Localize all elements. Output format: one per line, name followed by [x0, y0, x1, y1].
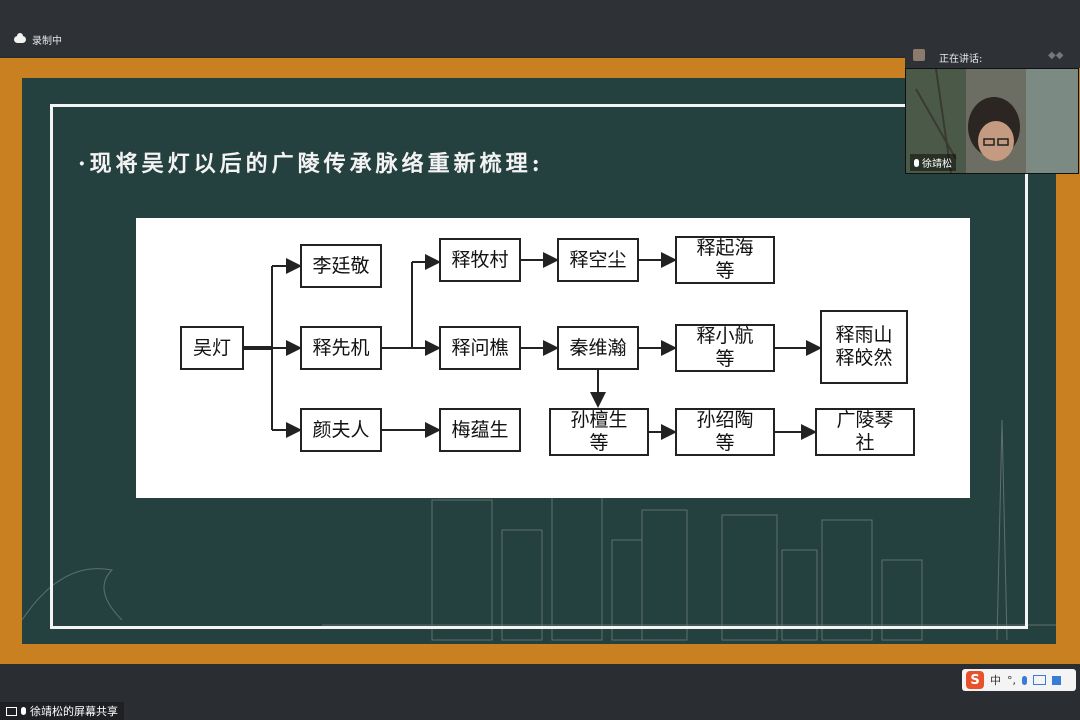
bottom-bar [0, 664, 1080, 720]
node-sun-shao-tao: 孙绍陶 等 [675, 408, 775, 456]
input-method-toolbar[interactable]: S 中 °, [962, 669, 1076, 691]
ime-keyboard-icon[interactable] [1033, 675, 1046, 685]
node-li-ting-jing: 李廷敬 [300, 244, 382, 288]
speaker-avatar-icon [913, 49, 925, 61]
screen-share-text: 徐靖松的屏幕共享 [30, 705, 118, 718]
recording-indicator: 录制中 [14, 32, 62, 47]
slide-inner-border [50, 104, 1028, 629]
node-shi-xian-ji: 释先机 [300, 326, 382, 370]
node-wu-deng: 吴灯 [180, 326, 244, 370]
node-guangling-qinshe: 广陵琴 社 [815, 408, 915, 456]
cloud-icon [14, 33, 26, 43]
speaker-header: 正在讲话: ◆◆ [905, 44, 1080, 68]
ime-grid-icon[interactable] [1052, 675, 1061, 685]
top-bar: 录制中 [0, 0, 1080, 56]
node-shi-qi-hai: 释起海 等 [675, 236, 775, 284]
screen-share-icon [6, 706, 17, 716]
diagram-edges [244, 252, 822, 440]
node-qin-wei-han: 秦维瀚 [557, 326, 639, 370]
node-shi-yu-shan: 释雨山 释皎然 [820, 310, 908, 384]
layout-toggle-icon[interactable]: ◆◆ [1048, 50, 1064, 61]
speaker-video[interactable]: 徐靖松 [905, 68, 1079, 174]
skyline-decoration [22, 420, 1056, 641]
node-yan-fu-ren: 颜夫人 [300, 408, 382, 452]
ime-language-toggle[interactable]: 中 [990, 674, 1001, 687]
microphone-icon [914, 158, 919, 167]
share-microphone-icon [21, 707, 26, 715]
video-feed [906, 69, 1078, 173]
speaker-status-label: 正在讲话: [939, 54, 983, 65]
recording-label: 录制中 [32, 36, 62, 47]
node-shi-mu-cun: 释牧村 [439, 238, 521, 282]
sogou-logo-icon[interactable]: S [966, 671, 984, 689]
node-sun-tan-sheng: 孙檀生 等 [549, 408, 649, 456]
ime-voice-icon[interactable] [1022, 675, 1027, 685]
node-mei-yun-sheng: 梅蕴生 [439, 408, 521, 452]
speaker-name: 徐靖松 [922, 159, 952, 170]
node-shi-wen-qiao: 释问樵 [439, 326, 521, 370]
screen-share-label[interactable]: 徐靖松的屏幕共享 [0, 702, 124, 720]
node-shi-xiao-hang: 释小航 等 [675, 324, 775, 372]
speaker-name-tag: 徐靖松 [910, 154, 956, 171]
node-shi-kong-chen: 释空尘 [557, 238, 639, 282]
slide-title: ·现将吴灯以后的广陵传承脉络重新梳理: [78, 151, 544, 177]
ime-punctuation-toggle[interactable]: °, [1007, 673, 1016, 687]
lineage-diagram: 吴灯 李廷敬 释先机 颜夫人 释牧村 释问樵 梅蕴生 释空尘 秦维瀚 孙檀生 等… [136, 218, 970, 498]
